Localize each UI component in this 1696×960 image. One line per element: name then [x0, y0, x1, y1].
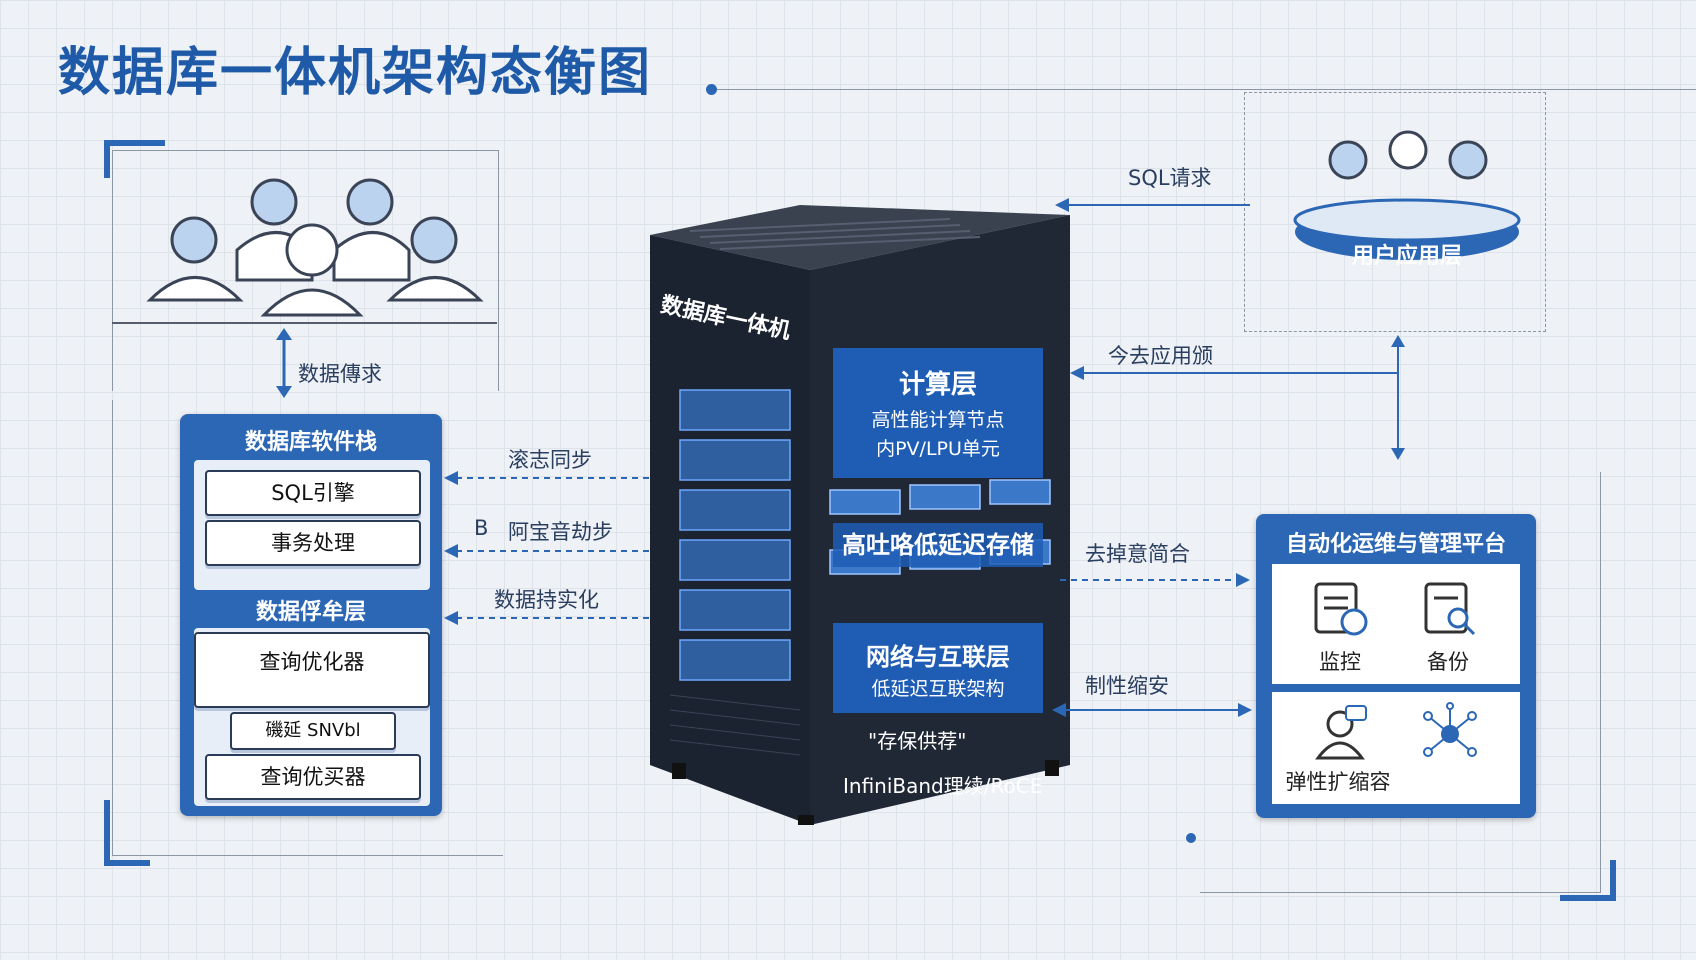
network-layer-line1: 低延迟互联架构: [871, 678, 1005, 700]
clipboard-wrench-icon: [1314, 582, 1368, 636]
frame-corner-tl: [104, 140, 165, 178]
rack-bottom-line2: InfiniBand理续/RoCE: [843, 774, 1043, 798]
arrow-label-sync2: 阿宝音劫步: [508, 520, 613, 544]
storage-engine-title: 数据俘牟层: [255, 600, 366, 625]
arrow-label-app-layer: 今去应用颁: [1108, 344, 1213, 368]
arrow-label-right2: 制性缩安: [1085, 674, 1169, 698]
left-arrows: [444, 471, 679, 625]
frame-corner-bl: [104, 800, 150, 866]
compute-layer-line2: 内PV/LPU单元: [876, 438, 1000, 460]
connector-line-top: [712, 89, 1696, 90]
mgmt-cell-bottom: 弹性扩缩容: [1272, 692, 1520, 804]
user-layer-label: 用户应用层: [1351, 244, 1462, 269]
mgmt-cell-top: 监控 备份: [1272, 564, 1520, 684]
arrow-label-right1: 去掉意简合: [1085, 542, 1190, 566]
query-optimizer-box: 查询优化器: [194, 632, 430, 708]
mgmt-platform-title: 自动化运维与管理平台: [1285, 532, 1506, 557]
middle-box: 磯延 SNVbl: [230, 712, 396, 750]
storage-layer-title: 高吐咯低延迟存储: [842, 531, 1034, 559]
mgmt-label-monitor: 监控: [1319, 650, 1361, 674]
arrow-data-request: [276, 328, 292, 398]
users-icon: [1293, 130, 1521, 260]
network-node-icon: [1423, 702, 1477, 757]
arrow-label-sync2-prefix: B: [474, 516, 489, 540]
arrow-label-sql-request: SQL请求: [1128, 166, 1212, 190]
people-icon: [146, 178, 484, 317]
database-appliance-rack: 数据库一体机 计算层 高性能计算节点 内PV/LPU单元 高吐咯低延迟存储 网络…: [650, 205, 1070, 831]
compute-layer-title: 计算层: [898, 370, 977, 400]
mgmt-label-scaling: 弹性扩缩容: [1285, 770, 1391, 794]
user-group-illustration: [112, 150, 497, 324]
dot-top: [706, 84, 717, 95]
storage-layer-box: 高吐咯低延迟存储: [833, 523, 1043, 567]
network-layer-box: 网络与互联层 低延迟互联架构: [833, 623, 1043, 713]
arrow-label-persist: 数据持实化: [494, 588, 599, 612]
sql-engine-box: SQL引擎: [205, 470, 421, 516]
frame-left: [112, 150, 499, 391]
query-optimizer-box-2: 查询优买器: [205, 754, 421, 800]
page-title: 数据库一体机架构态衡图: [58, 43, 653, 103]
frame-left-bottom: [112, 400, 503, 856]
document-search-icon: [1424, 582, 1476, 636]
arrow-label-data-request: 数据傳求: [298, 362, 382, 386]
software-stack-title: 数据库软件栈: [244, 430, 377, 455]
network-layer-title: 网络与互联层: [866, 643, 1010, 671]
compute-layer-line1: 高性能计算节点: [871, 409, 1005, 431]
rack-bottom-line1: "存保供荐": [868, 729, 967, 753]
frame-right: [1200, 472, 1601, 893]
user-layer-group: 用户应用层: [1290, 120, 1524, 270]
mgmt-platform-panel: 自动化运维与管理平台 监控 备份 弹性扩缩容: [1256, 514, 1536, 818]
compute-layer-box: 计算层 高性能计算节点 内PV/LPU单元: [833, 348, 1043, 478]
support-agent-icon: [1315, 705, 1367, 760]
arrow-label-log-sync: 滚志同步: [508, 448, 592, 472]
arrow-right1: [1060, 573, 1250, 587]
frame-user: [1244, 92, 1546, 332]
frame-corner-br: [1560, 860, 1616, 901]
arrow-right2: [1052, 703, 1252, 717]
arrow-app-layer: [1070, 335, 1405, 460]
transaction-box: 事务处理: [205, 520, 421, 566]
arrow-sql-request: [1055, 198, 1250, 212]
software-stack-panel: 数据库软件栈 SQL引擎 事务处理 数据俘牟层 查询优化器 磯延 SNVbl 查…: [180, 414, 442, 816]
dot-right: [1186, 833, 1196, 843]
mgmt-label-backup: 备份: [1427, 650, 1469, 674]
